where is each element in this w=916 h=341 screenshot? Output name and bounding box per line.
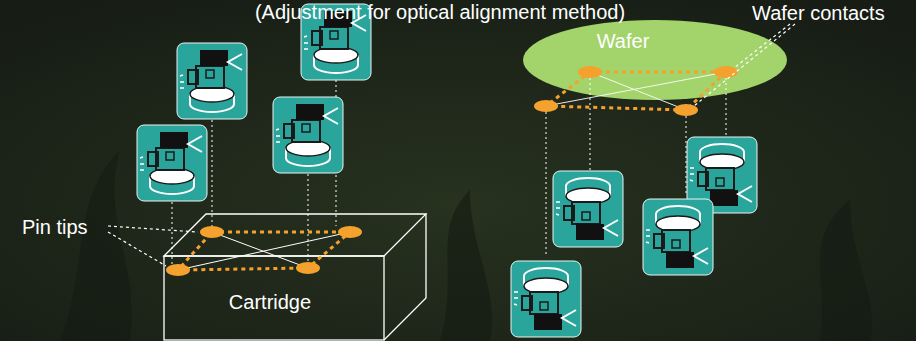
callout-label: Wafer contacts [752,2,885,24]
cartridge-box: Cartridge [170,282,370,322]
wafer-ellipse: Wafer [578,26,668,56]
node-label: Wafer [597,30,650,52]
diagram-title: (Adjustment for optical alignment method… [255,1,625,23]
node-label: Cartridge [229,291,311,313]
callout-label: Pin tips [22,216,88,238]
